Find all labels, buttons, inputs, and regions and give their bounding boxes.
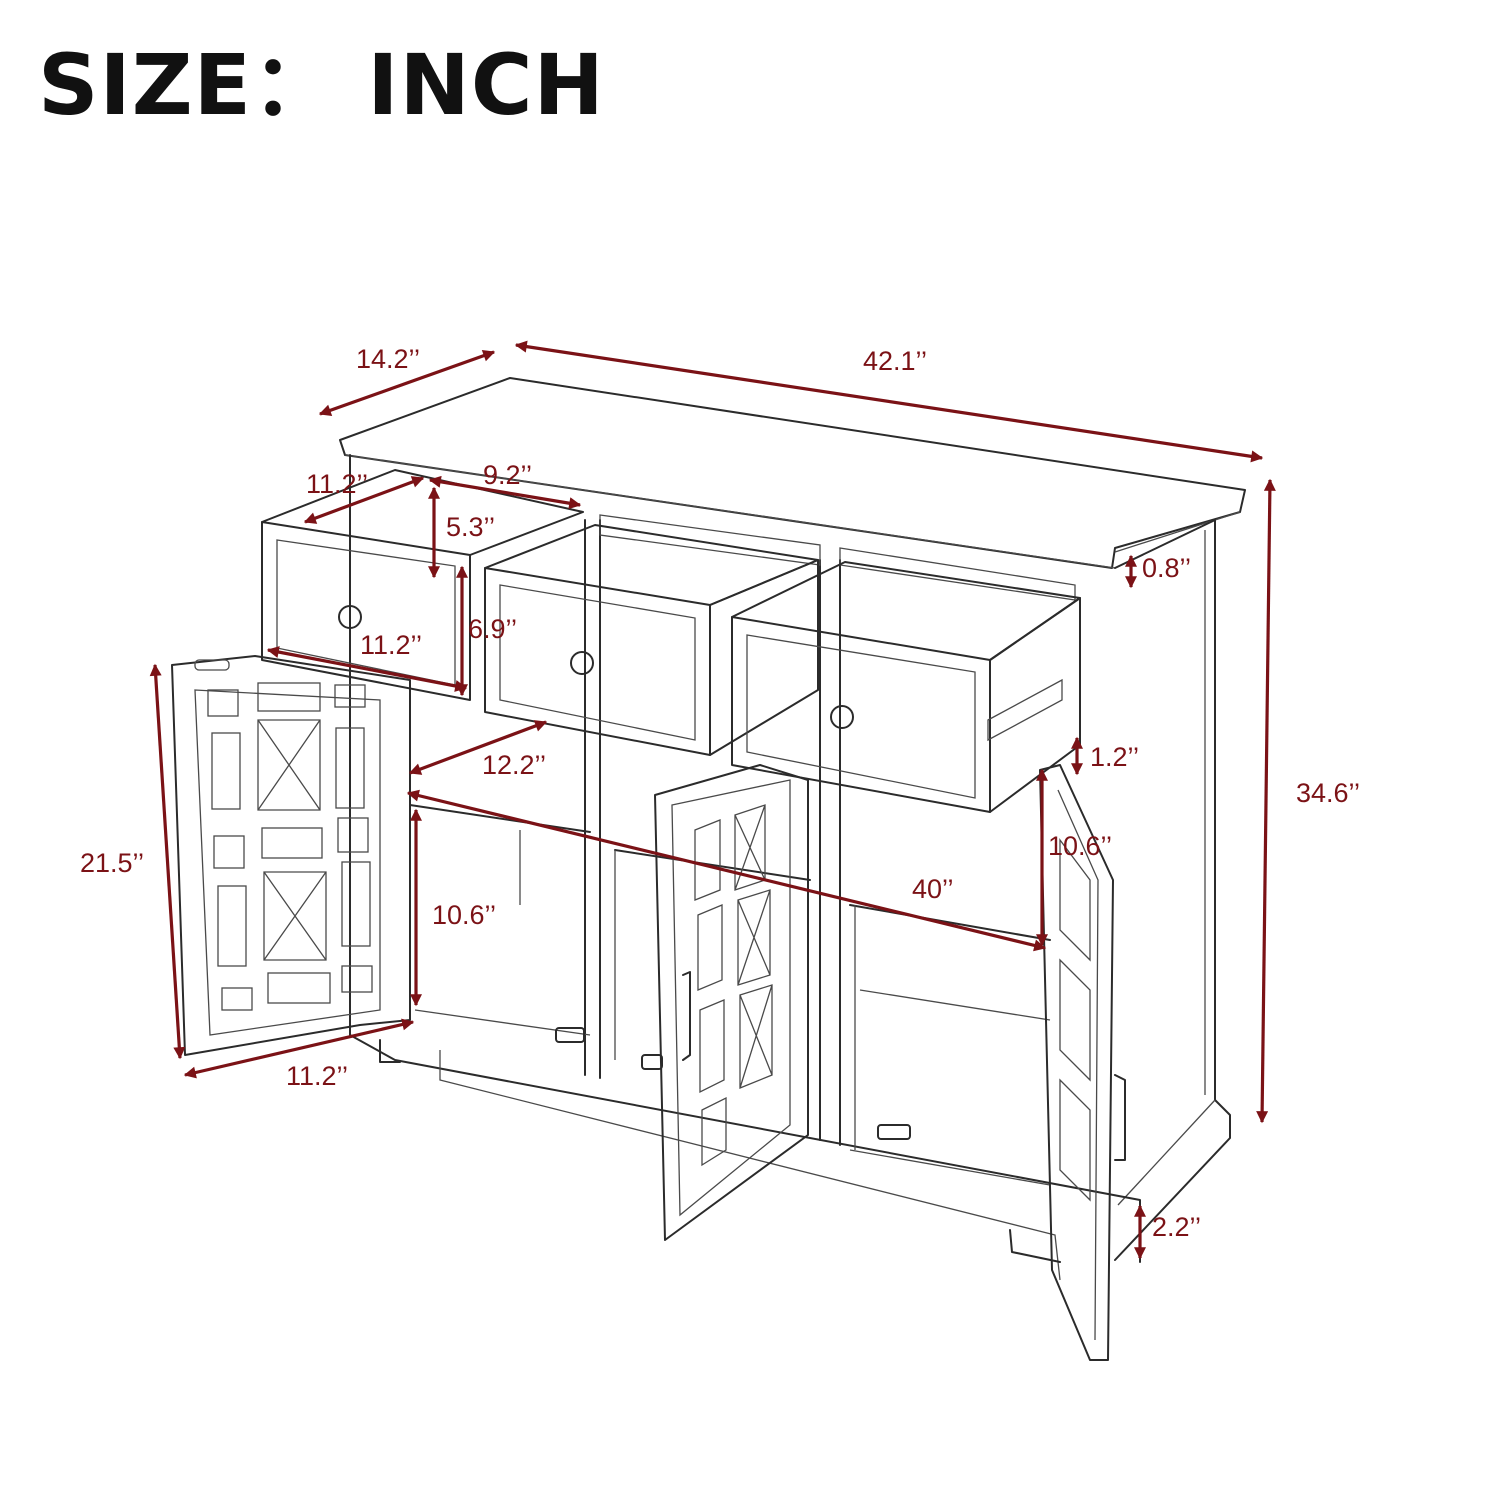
- label-foot-height: 2.2’’: [1152, 1212, 1201, 1242]
- label-drawer-front-width: 11.2’’: [360, 630, 422, 660]
- label-cabinet-depth: 12.2’’: [482, 750, 546, 780]
- label-height: 34.6’’: [1296, 778, 1360, 808]
- label-shelf-gap-left: 10.6’’: [432, 900, 496, 930]
- label-top-thickness: 0.8’’: [1142, 553, 1191, 583]
- label-drawer-depth: 11.2’’: [306, 469, 368, 499]
- arrow-inner-width: [406, 789, 1047, 952]
- cabinet-side-panel: [1114, 519, 1231, 1261]
- label-drawer-width: 9.2’’: [483, 460, 532, 490]
- door-center-open: [654, 764, 809, 1241]
- label-inner-width: 40’’: [912, 874, 954, 904]
- cabinet-foot-left: [379, 1039, 401, 1063]
- cabinet-foot-right: [1009, 1229, 1061, 1263]
- door-left-open: [171, 655, 411, 1056]
- door-handle-right: [1114, 1074, 1126, 1161]
- drawer-knob-left: [338, 605, 362, 629]
- latch-left: [555, 1027, 585, 1043]
- shelf-left: [409, 804, 591, 833]
- arrow-cabinet-depth: [408, 720, 548, 775]
- dimension-arrows: [149, 340, 1276, 1260]
- drawer-knob-center: [570, 651, 594, 675]
- arrow-door-height: [149, 663, 186, 1060]
- arrow-height: [1256, 478, 1276, 1124]
- door-right-open: [1039, 764, 1126, 1361]
- label-width: 42.1’’: [863, 346, 927, 376]
- drawer-knob-right: [830, 705, 854, 729]
- label-rail-gap: 1.2’’: [1090, 742, 1139, 772]
- label-door-width: 11.2’’: [286, 1061, 348, 1091]
- label-drawer-front-height: 6.9’’: [468, 614, 517, 644]
- label-depth: 14.2’’: [356, 344, 420, 374]
- label-drawer-inner-height: 5.3’’: [446, 512, 495, 542]
- label-door-height: 21.5’’: [80, 848, 144, 878]
- shelf-right: [849, 904, 1051, 941]
- latch-right: [877, 1124, 911, 1140]
- dimension-labels: 14.2’’ 42.1’’ 34.6’’ 0.8’’ 11.2’’ 9.2’’ …: [80, 344, 1360, 1242]
- label-shelf-gap-right: 10.6’’: [1048, 831, 1112, 861]
- drawer-center: [484, 524, 819, 756]
- arrow-drawer-width: [428, 475, 582, 510]
- drawer-right: [731, 561, 1081, 813]
- arrow-depth: [318, 349, 496, 417]
- arrow-width: [514, 340, 1264, 463]
- arrow-drawer-depth: [303, 476, 425, 524]
- arrow-door-width: [183, 1018, 415, 1079]
- door-handle-center: [682, 971, 691, 1061]
- latch-center: [641, 1054, 663, 1070]
- shelf-center: [614, 849, 811, 881]
- size-unit-title: SIZE： INCH: [38, 36, 605, 134]
- arrow-drawer-front-width: [266, 646, 468, 692]
